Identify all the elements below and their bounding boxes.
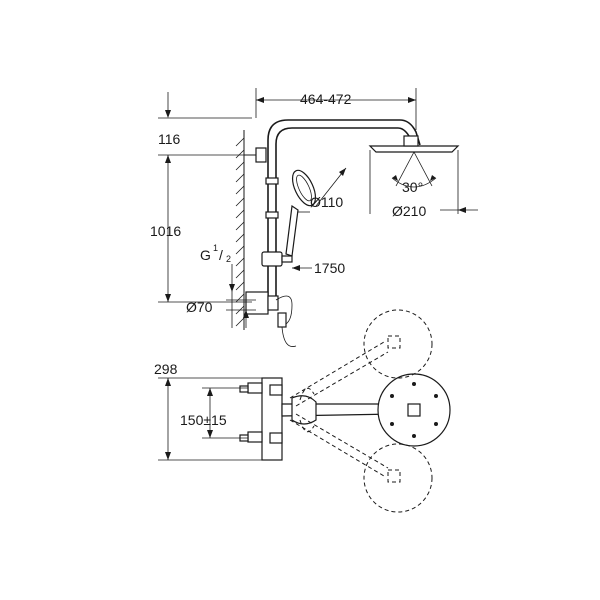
- dimension-116: 116: [158, 92, 252, 163]
- top-view: 298 150±15: [154, 309, 451, 513]
- dimension-diameter-210: Ø210: [369, 150, 478, 219]
- label-464-472: 464-472: [300, 91, 352, 107]
- swivel-positions: [289, 309, 433, 513]
- label-diameter-70: Ø70: [186, 299, 213, 315]
- label-thread-sup: 1: [213, 243, 218, 253]
- label-thread-sub: 2: [226, 254, 231, 264]
- label-1750: 1750: [314, 260, 345, 276]
- hand-shower-side: [285, 169, 317, 257]
- thread-label: G 1 / 2: [200, 243, 235, 292]
- wall-hatching: [235, 130, 245, 330]
- dimension-298: 298: [154, 361, 262, 461]
- dimension-1750: 1750: [292, 260, 345, 276]
- dimension-diameter-110: Ø110: [298, 167, 347, 213]
- label-diameter-210: Ø210: [392, 203, 426, 219]
- dimension-1016: 1016: [150, 155, 252, 303]
- label-thread-slash: /: [219, 247, 223, 263]
- dimension-diameter-70: Ø70: [186, 292, 256, 328]
- mixer-top: [239, 377, 283, 461]
- shower-arm-top: [281, 395, 399, 425]
- label-150: 150±15: [180, 412, 227, 428]
- label-thread: G: [200, 247, 211, 263]
- label-angle-30: 30°: [402, 179, 423, 195]
- dimension-464-472: 464-472: [255, 88, 417, 130]
- dimension-150: 150±15: [180, 387, 248, 439]
- head-shower-side: [368, 135, 460, 188]
- label-116: 116: [158, 131, 181, 147]
- riser-pipe: [244, 119, 421, 300]
- label-298: 298: [154, 361, 178, 377]
- side-view: 464-472 116 1016 G 1 / 2: [150, 88, 478, 347]
- label-diameter-110: Ø110: [310, 194, 343, 210]
- label-1016: 1016: [150, 223, 181, 239]
- mixer-side: [245, 291, 297, 347]
- head-shower-top: [377, 373, 451, 447]
